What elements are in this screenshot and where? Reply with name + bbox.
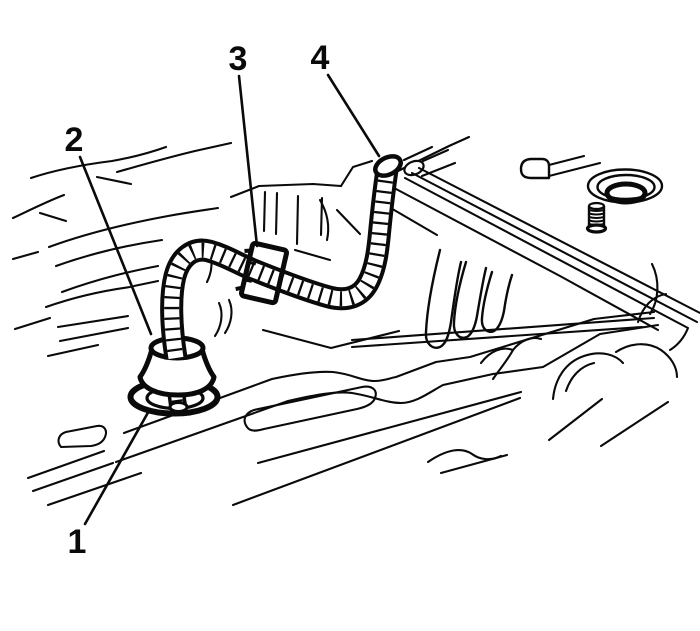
floor-washer-ring (586, 168, 664, 205)
corrugated-drain-hose (160, 154, 403, 360)
callout-1-leader (83, 407, 152, 526)
callout-2-leader (78, 155, 153, 336)
callout-1-label: 1 (68, 523, 87, 561)
callout-2-label: 2 (65, 121, 84, 159)
callouts: 1 2 3 4 (65, 39, 381, 561)
stamped-tab (519, 154, 602, 180)
drain-hose-assembly (127, 154, 403, 417)
callout-4-label: 4 (311, 39, 330, 77)
callout-3-leader (237, 74, 259, 248)
drain-pipe-stub (403, 159, 425, 177)
threaded-stud (585, 201, 608, 234)
drain-hose-open-end (373, 154, 403, 178)
floor-pan-linework (11, 135, 700, 507)
callout-3-label: 3 (229, 40, 248, 78)
callout-4-leader (326, 73, 381, 158)
hose-retaining-clip (235, 240, 290, 306)
